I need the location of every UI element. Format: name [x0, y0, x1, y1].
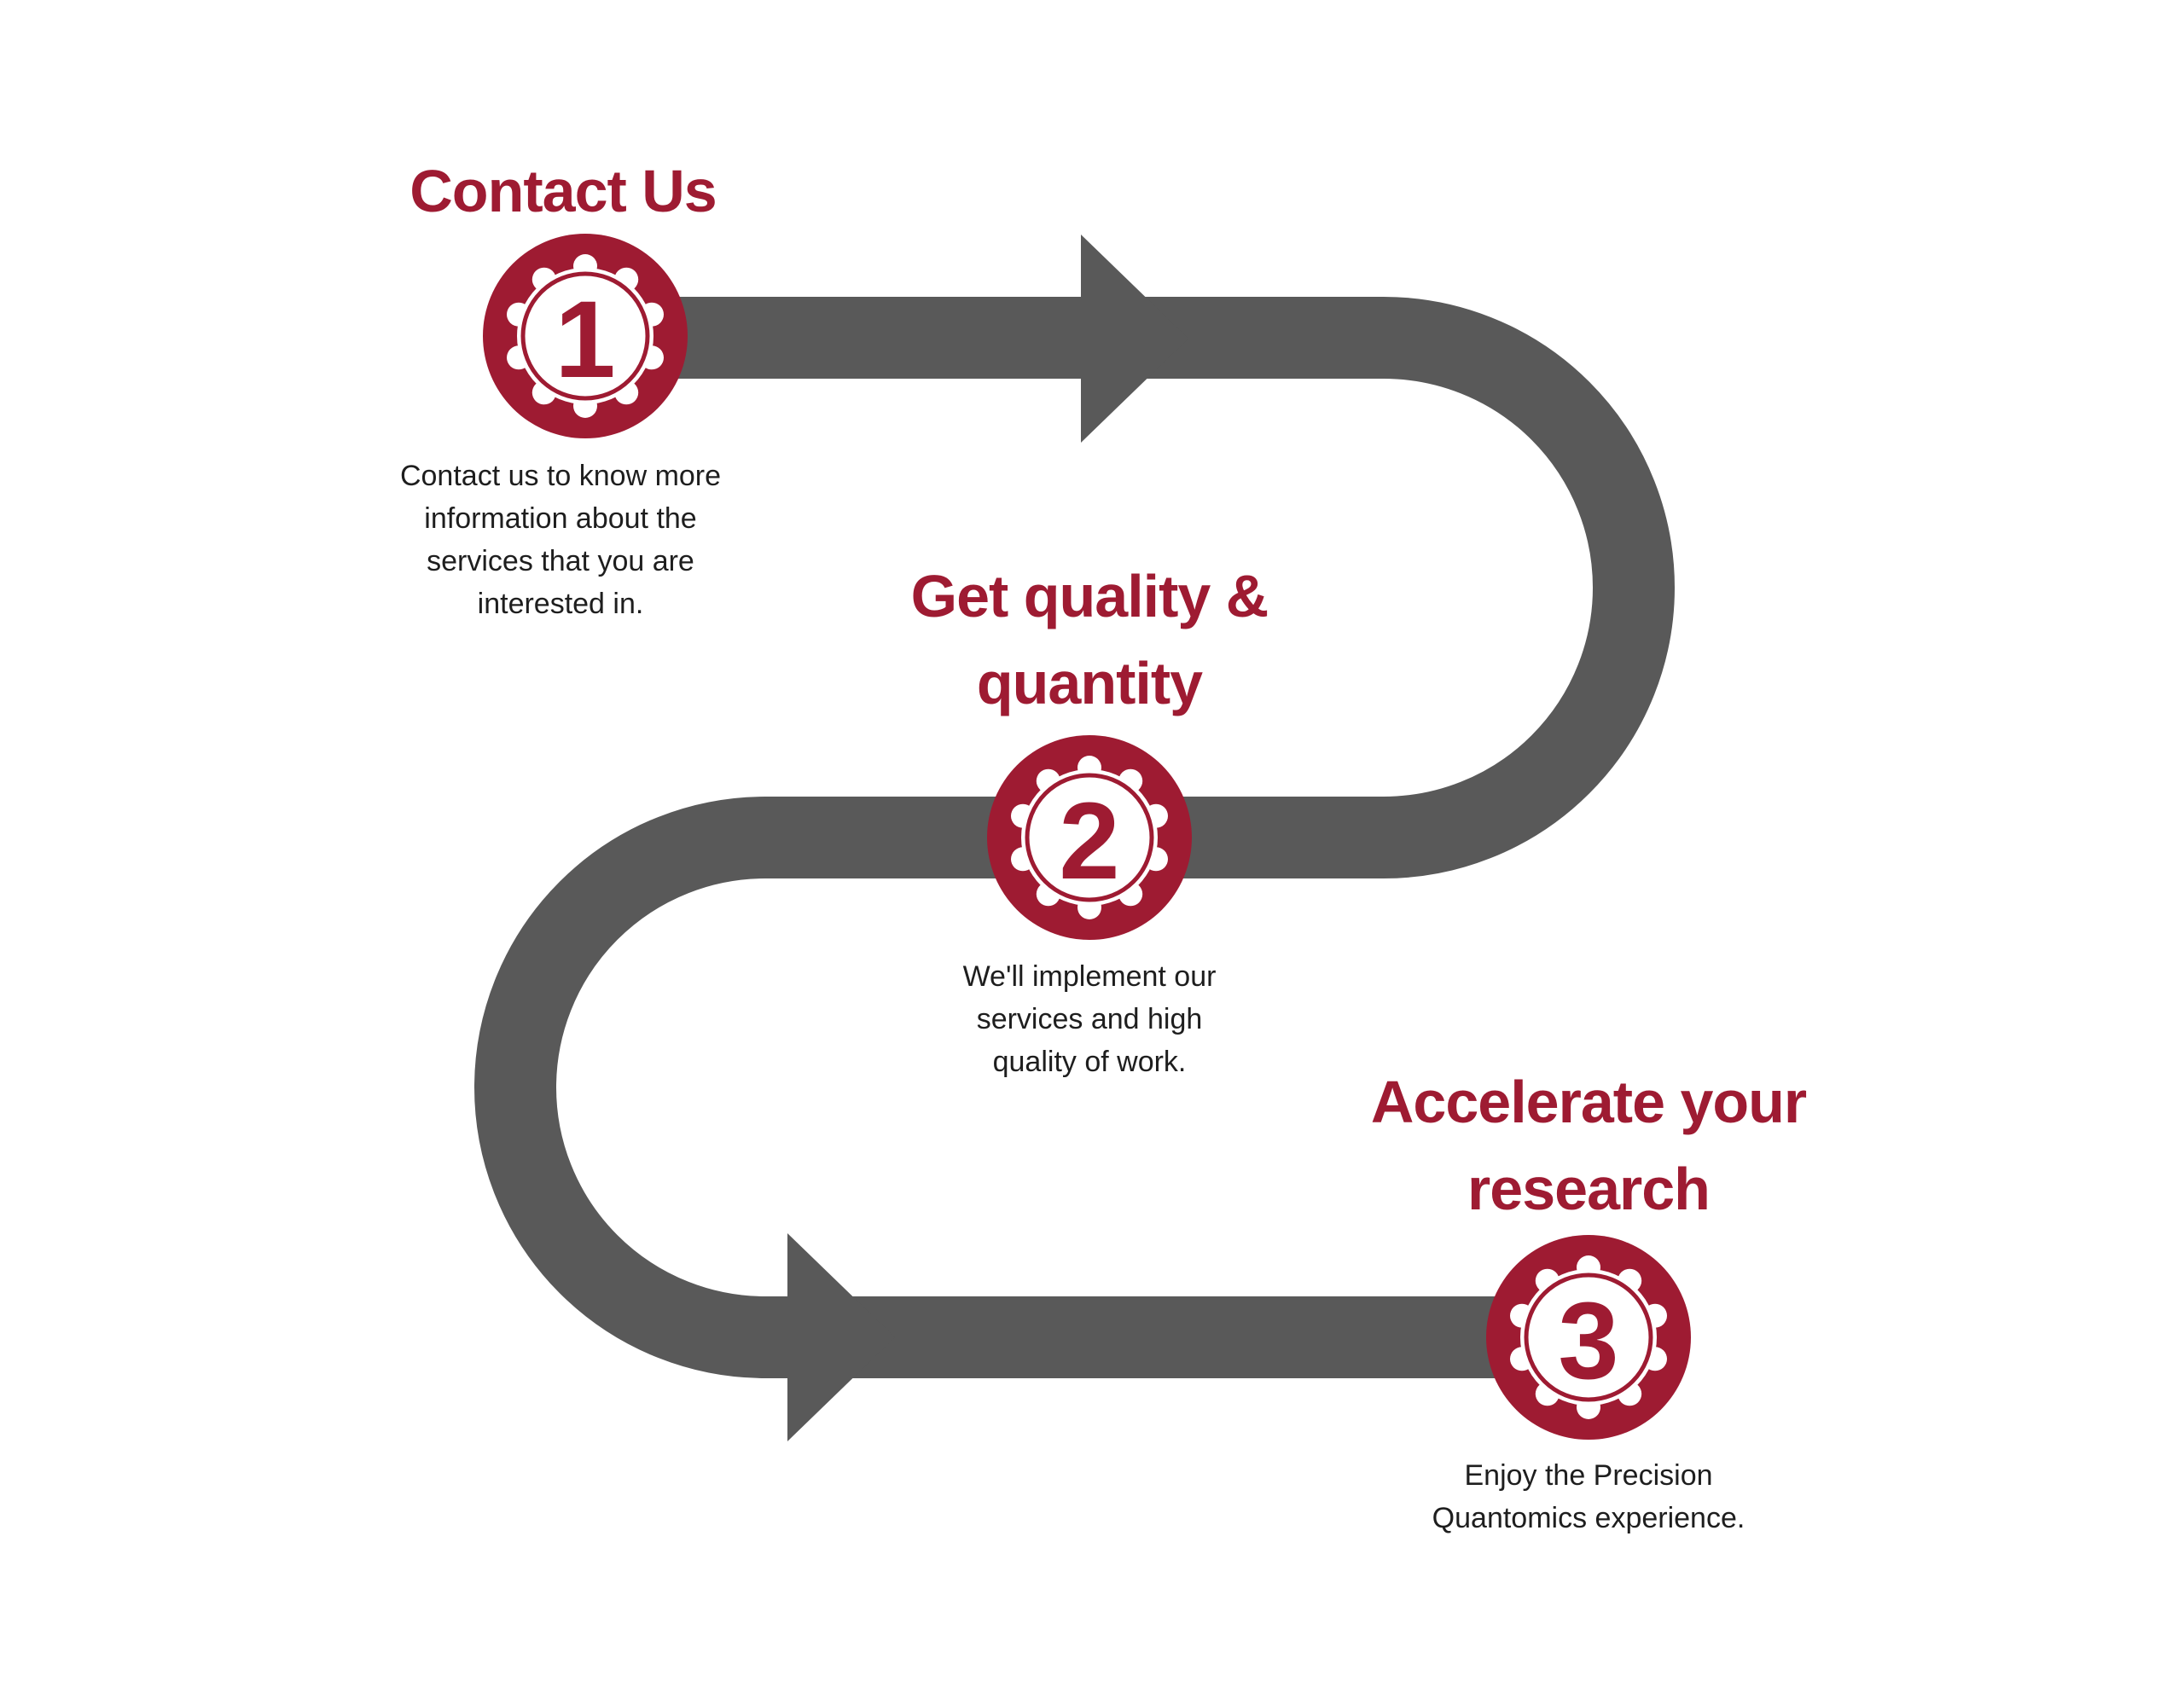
- step-number: 3: [1558, 1280, 1618, 1402]
- step-number: 2: [1059, 780, 1119, 902]
- rosette-seal-icon: [507, 254, 664, 418]
- description-line: services that you are: [427, 545, 694, 577]
- title-line: Get quality &: [910, 563, 1269, 629]
- step-3-badge: 3: [1486, 1235, 1691, 1440]
- step-2-badge: 2: [987, 735, 1192, 940]
- title-line: Accelerate your: [1370, 1069, 1807, 1135]
- title-line: quantity: [976, 650, 1203, 716]
- rosette-seal-icon: [1510, 1255, 1667, 1419]
- title-line: research: [1467, 1156, 1711, 1222]
- description-line: Quantomics experience.: [1432, 1502, 1745, 1534]
- step-number: 1: [555, 279, 615, 401]
- step-3-description: Enjoy the Precision Quantomics experienc…: [1432, 1454, 1745, 1539]
- rosette-seal-icon: [1011, 756, 1168, 919]
- arrow-right-icon: [787, 1233, 895, 1441]
- step-1-badge: 1: [483, 234, 688, 438]
- description-line: services and high: [976, 1003, 1203, 1035]
- step-2-description: We'll implement our services and high qu…: [963, 955, 1217, 1083]
- step-3-title: Accelerate your research: [1370, 1058, 1807, 1232]
- arrow-right-icon: [1081, 235, 1188, 443]
- title-line: Contact Us: [410, 158, 717, 224]
- step-1-title: Contact Us: [410, 148, 717, 235]
- description-line: We'll implement our: [962, 960, 1217, 993]
- description-line: Contact us to know more: [399, 460, 722, 492]
- step-2-title: Get quality & quantity: [911, 553, 1269, 727]
- description-line: information about the: [424, 502, 697, 535]
- description-line: quality of work.: [992, 1046, 1187, 1078]
- description-line: Enjoy the Precision: [1464, 1459, 1713, 1492]
- step-1-description: Contact us to know more information abou…: [400, 455, 721, 625]
- description-line: interested in.: [477, 588, 644, 620]
